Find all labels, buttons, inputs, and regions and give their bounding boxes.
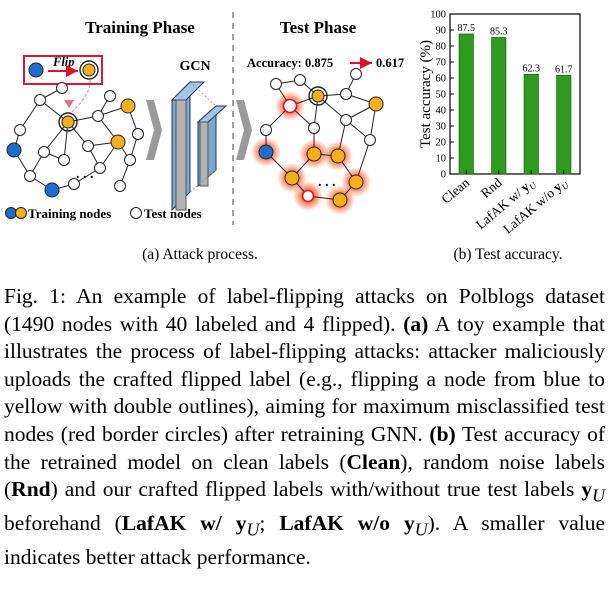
figure: Training Phase Test Phase Flip [0, 0, 609, 272]
caption-lafak-w: LafAK w/ yU [121, 511, 260, 540]
caption-part: ) and our crafted flipped labels with/wi… [50, 477, 582, 502]
y-tick-label: 40 [436, 106, 447, 117]
legend-training: Training nodes [28, 206, 111, 221]
caption-part: ), random noise labels ( [4, 449, 606, 502]
blue-node-icon [28, 62, 44, 78]
y-tick-label: 0 [441, 170, 446, 181]
caption-part: Fig. 1: An example of label-flipping att… [4, 284, 605, 336]
y-tick-label: 20 [436, 138, 447, 149]
y-tick-label: 70 [436, 58, 447, 69]
gcn-block [170, 80, 228, 212]
bar [491, 37, 507, 175]
bar [556, 74, 572, 175]
accuracy-before: Accuracy: 0.875 [247, 56, 333, 70]
legend: Training nodes Test nodes [5, 206, 202, 221]
figure-caption: Fig. 1: An example of label-flipping att… [4, 283, 605, 572]
panel-b-caption: (b) Test accuracy. [453, 246, 562, 263]
caption-yu: yU [581, 477, 605, 506]
y-tick-label: 80 [436, 42, 447, 53]
bar-value-label: 62.3 [523, 63, 541, 74]
panel-a-caption: (a) Attack process. [142, 246, 258, 263]
chevron-right-icon [146, 100, 162, 160]
y-axis-label: Test accuracy (%) [418, 40, 434, 148]
flip-label: Flip [52, 55, 75, 69]
training-ellipsis: . . . [76, 167, 94, 182]
gcn-label: GCN [179, 59, 210, 74]
bar-value-label: 85.3 [490, 27, 508, 38]
caption-lafak-wo: LafAK w/o yU [279, 511, 428, 540]
caption-part: beforehand ( [4, 511, 122, 536]
caption-part: A toy example that illustrates the proce… [4, 311, 605, 446]
y-tick-label: 60 [436, 74, 447, 85]
y-tick-label: 50 [436, 90, 447, 101]
caption-rnd: Rnd [11, 477, 51, 502]
caption-part: ). A smaller value indicates better atta… [4, 511, 606, 569]
figure-svg: Training Phase Test Phase Flip [5, 10, 581, 263]
flipped-node-icon [79, 60, 99, 80]
chevron-right-icon [236, 100, 252, 160]
training-nodes [6, 82, 144, 198]
caption-part: Test accuracy of the retrained model on … [4, 421, 605, 474]
accuracy-after: 0.617 [376, 56, 404, 70]
caption-clean: Clean [346, 449, 401, 474]
training-phase-title: Training Phase [85, 18, 195, 37]
y-tick-label: 100 [430, 10, 446, 21]
y-tick-label: 30 [436, 122, 447, 133]
legend-test: Test nodes [144, 206, 202, 221]
bar [523, 73, 539, 175]
bar-value-label: 61.7 [555, 64, 573, 75]
bar [458, 33, 474, 175]
caption-part: ; [259, 511, 280, 536]
y-tick-label: 90 [436, 26, 447, 37]
y-tick-label: 10 [436, 154, 447, 165]
test-phase-title: Test Phase [280, 18, 357, 37]
test-nodes [258, 68, 384, 208]
bar-value-label: 87.5 [458, 23, 476, 34]
test-ellipsis: . . . [318, 175, 336, 190]
caption-b-tag: (b) [429, 421, 456, 446]
caption-a-tag: (a) [403, 311, 429, 336]
pointer-triangle [64, 100, 74, 108]
